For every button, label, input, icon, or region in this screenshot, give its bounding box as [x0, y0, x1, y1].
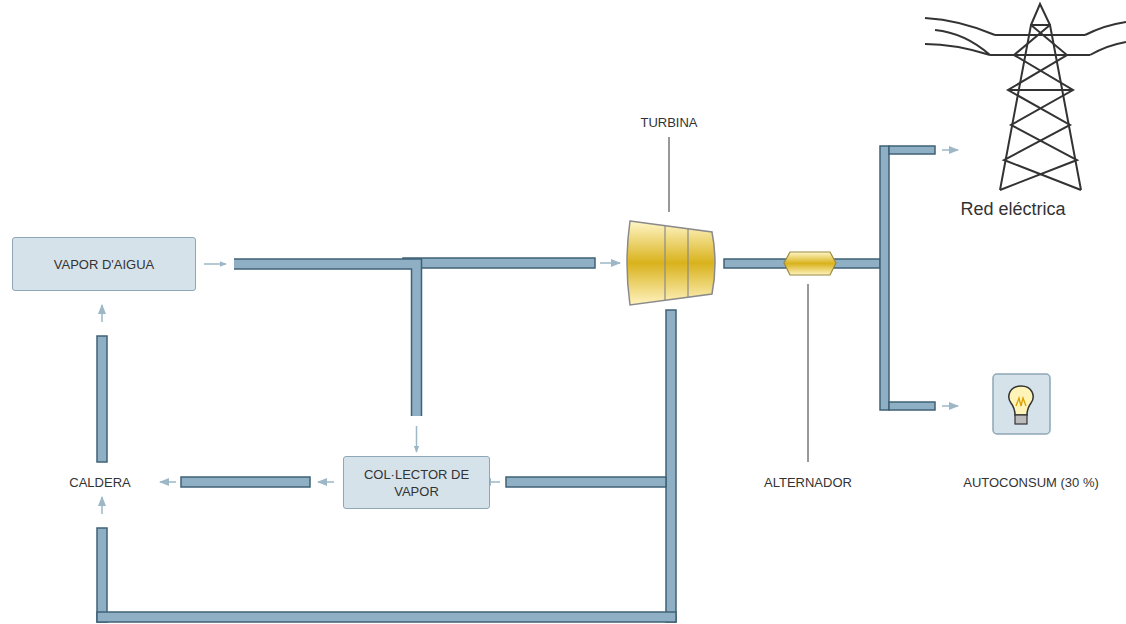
- box-text: VAPOR D'AIGUA: [54, 256, 154, 273]
- pipes: [97, 146, 935, 622]
- box-text: COL·LECTOR DE VAPOR: [344, 466, 489, 500]
- flow-arrows: [102, 150, 958, 514]
- process-box: COL·LECTOR DE VAPOR: [343, 456, 490, 509]
- pylon-symbol: [925, 4, 1126, 190]
- bulb-icon: [993, 374, 1050, 434]
- leader-line: [669, 137, 670, 212]
- part-label: ALTERNADOR: [764, 475, 852, 491]
- process-box: VAPOR D'AIGUA: [12, 237, 196, 291]
- part-label: Red eléctrica: [960, 198, 1065, 221]
- alternator-symbol: [784, 252, 836, 275]
- part-label: TURBINA: [640, 115, 697, 131]
- part-label: AUTOCONSUM (30 %): [963, 475, 1099, 491]
- leader-line: [808, 284, 809, 462]
- part-label: CALDERA: [69, 475, 130, 491]
- turbine-symbol: [627, 221, 715, 305]
- steam-pipe: [204, 264, 417, 452]
